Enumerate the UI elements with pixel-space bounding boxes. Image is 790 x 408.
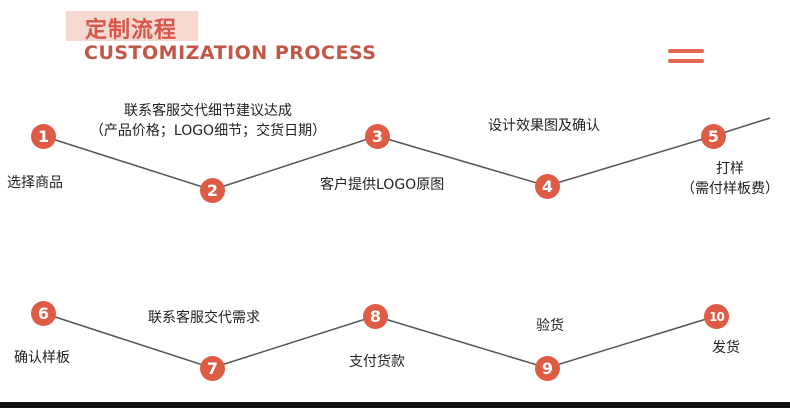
step-5-label: 打样	[716, 161, 744, 177]
step-2-sublabel: （产品价格；LOGO细节；交货日期）	[89, 123, 327, 139]
step-6-label: 确认样板	[14, 350, 70, 366]
step-4-label: 设计效果图及确认	[488, 118, 600, 134]
step-1-label: 选择商品	[7, 175, 63, 191]
step-5-node: 5	[701, 124, 726, 149]
title-background	[66, 11, 198, 41]
step-6-node: 6	[31, 301, 56, 326]
step-3-node: 3	[365, 124, 390, 149]
page-title: 定制流程	[85, 18, 178, 43]
step-5-sublabel: （需付样板费）	[681, 181, 779, 197]
step-9-label: 验货	[536, 318, 564, 334]
step-3-label: 客户提供LOGO原图	[320, 177, 445, 193]
step-4-node: 4	[535, 174, 560, 199]
bottom-divider	[0, 402, 790, 408]
step-7-label: 联系客服交代需求	[148, 310, 260, 326]
step-9-node: 9	[535, 356, 560, 381]
step-10-label: 发货	[712, 340, 740, 356]
step-8-node: 8	[363, 304, 388, 329]
step-1-node: 1	[31, 124, 56, 149]
step-2-node: 2	[200, 178, 225, 203]
step-8-label: 支付货款	[349, 354, 405, 370]
page-subtitle: CUSTOMIZATION PROCESS	[84, 42, 377, 64]
step-10-node: 10	[704, 304, 729, 329]
step-2-label: 联系客服交代细节建议达成	[124, 103, 292, 119]
step-7-node: 7	[200, 356, 225, 381]
hamburger-icon[interactable]	[668, 49, 704, 65]
